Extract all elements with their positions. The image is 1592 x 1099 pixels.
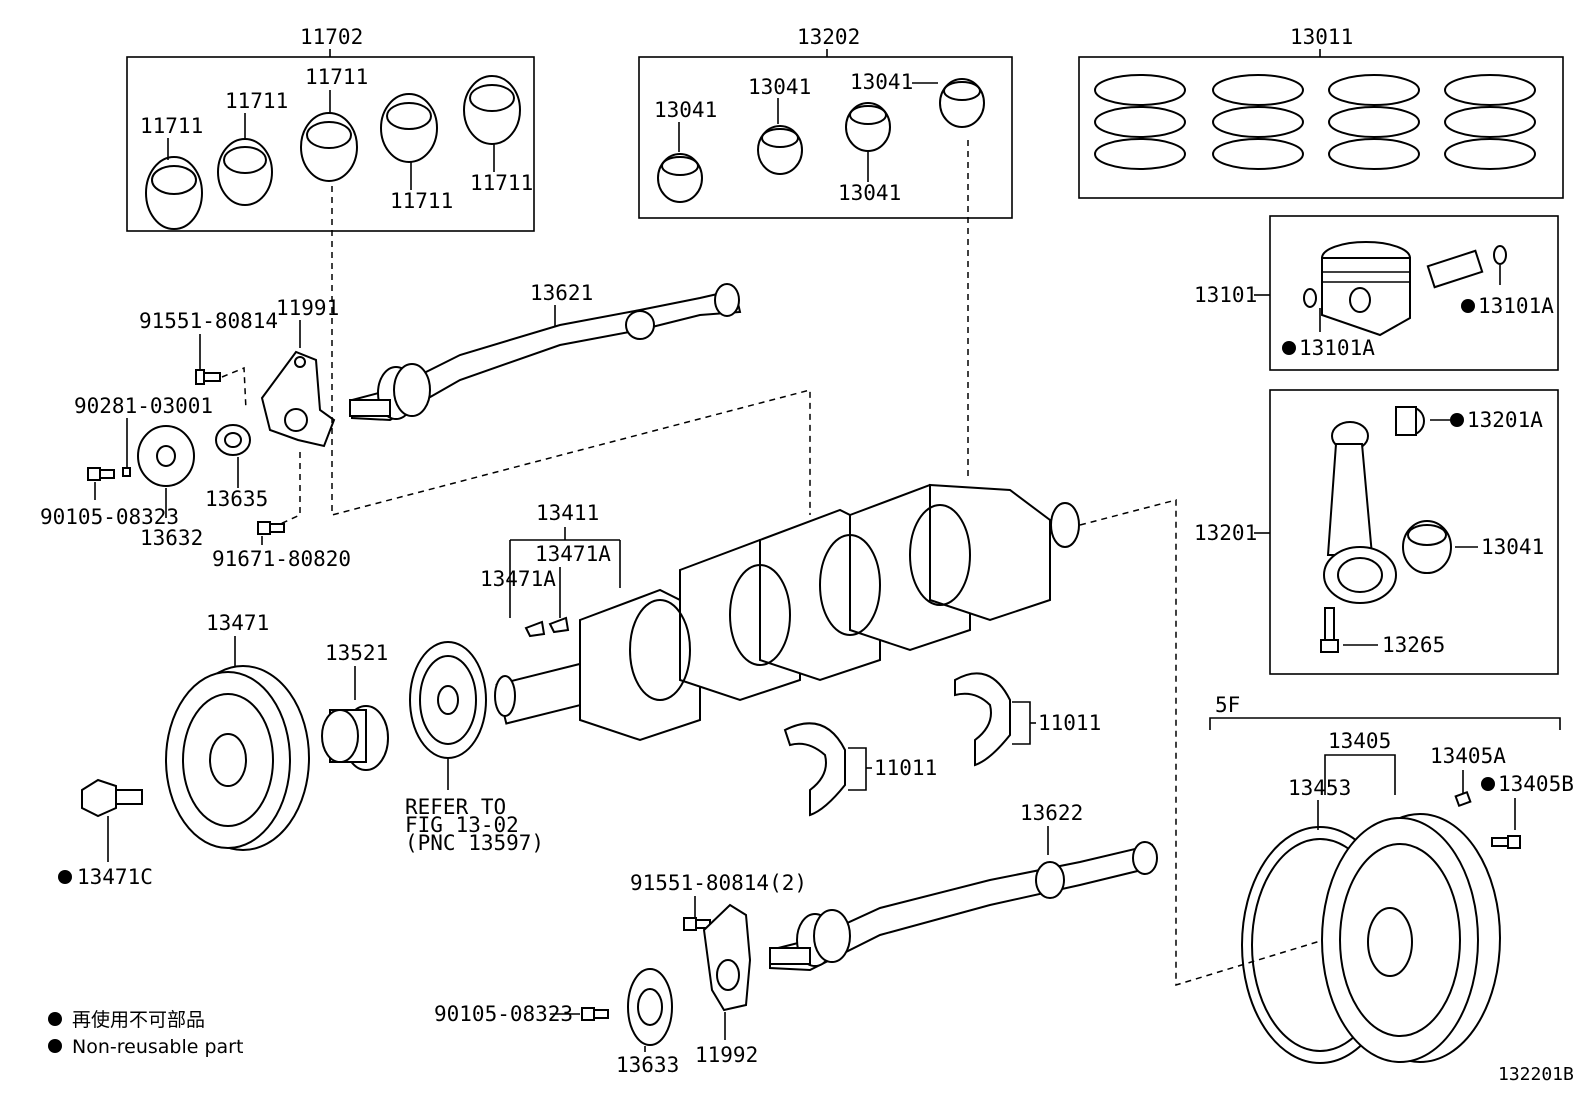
rod-bearing-set-box: 13202 13041 13041 13041 13041	[638, 25, 1013, 219]
bolt	[581, 1007, 609, 1021]
snap-ring	[1303, 245, 1507, 308]
label-13101A-b: 13101A	[1299, 336, 1375, 360]
small-end-bushing	[1395, 406, 1425, 436]
balance-shaft-13621: 13621	[349, 281, 742, 422]
label-13405: 13405	[1328, 729, 1391, 753]
legend-jp: 再使用不可部品	[72, 1009, 205, 1031]
bolt	[87, 467, 115, 481]
label-11711-b: 11711	[225, 89, 288, 113]
refer-line-2: FIG 13-02	[405, 813, 519, 837]
piston-box: 13101 13101A 13101A	[1194, 215, 1559, 371]
gear-13635	[215, 424, 251, 456]
label-13041-a: 13041	[654, 98, 717, 122]
label-13471: 13471	[206, 611, 269, 635]
refer-line-3: (PNC 13597)	[405, 831, 544, 855]
label-13471C: 13471C	[77, 865, 153, 889]
label-91551-80814-2: 91551-80814(2)	[630, 871, 807, 895]
flywheel-group-5f: 5F 13405 13405A 13405B 13453	[1209, 693, 1574, 1064]
timing-sprocket: REFER TO FIG 13-02 (PNC 13597)	[405, 641, 544, 855]
label-13453: 13453	[1288, 776, 1351, 800]
leader-dashed	[331, 186, 811, 516]
crankshaft: 13411 13471A 13471A	[480, 483, 1080, 742]
label-90105-08323-a: 90105-08323	[40, 505, 179, 529]
piston-ring	[1094, 74, 1536, 170]
pulley-bolt	[81, 778, 143, 818]
label-13101: 13101	[1194, 283, 1257, 307]
label-11711-e: 11711	[470, 171, 533, 195]
label-13632: 13632	[140, 526, 203, 550]
label-13633: 13633	[616, 1053, 679, 1077]
bolt	[257, 521, 285, 535]
thrust-washer-11011: 11011 11011	[783, 672, 1101, 817]
label-13041-d: 13041	[838, 181, 901, 205]
crank-pulley-13471: 13471 13471C	[58, 611, 310, 889]
piston-ring-set-box: 13011	[1078, 25, 1564, 199]
label-91551-80814: 91551-80814	[139, 309, 278, 333]
label-13405B: 13405B	[1498, 772, 1574, 796]
label-13635: 13635	[205, 487, 268, 511]
label-11991: 11991	[276, 296, 339, 320]
label-13405A: 13405A	[1430, 744, 1506, 768]
label-13041-b: 13041	[748, 75, 811, 99]
label-5F: 5F	[1215, 693, 1240, 717]
label-13411: 13411	[536, 501, 599, 525]
piston-pin	[1426, 249, 1484, 289]
bolt	[195, 369, 221, 385]
label-13201A: 13201A	[1467, 408, 1543, 432]
label-13041-e: 13041	[1481, 535, 1544, 559]
label-13201: 13201	[1194, 521, 1257, 545]
label-13202: 13202	[797, 25, 860, 49]
legend: 再使用不可部品 Non-reusable part	[48, 1009, 243, 1058]
label-13622: 13622	[1020, 801, 1083, 825]
label-13521: 13521	[325, 641, 388, 665]
bolt	[1491, 835, 1521, 849]
label-11992: 11992	[695, 1043, 758, 1067]
legend-en: Non-reusable part	[72, 1036, 243, 1058]
figure-id: 132201B	[1498, 1064, 1574, 1085]
label-13011: 13011	[1290, 25, 1353, 49]
leader-dashed	[1079, 499, 1341, 987]
label-11702: 11702	[300, 25, 363, 49]
rod-bolt	[1320, 607, 1339, 653]
label-11711-c: 11711	[305, 65, 368, 89]
label-13101A-a: 13101A	[1478, 294, 1554, 318]
label-90281-03001: 90281-03001	[74, 394, 213, 418]
label-13471A-a: 13471A	[535, 542, 611, 566]
plate	[260, 350, 336, 448]
balance-shaft-13622: 13622	[769, 801, 1158, 972]
upper-balance-drive-group: 91551-80814 11991 90281-03001 13635 1363…	[40, 296, 351, 571]
label-11711-d: 11711	[390, 189, 453, 213]
label-13265: 13265	[1382, 633, 1445, 657]
label-11011-b: 11011	[874, 756, 937, 780]
label-91671-80820: 91671-80820	[212, 547, 351, 571]
crank-gear-13521: 13521	[321, 641, 389, 771]
label-11011-a: 11011	[1038, 711, 1101, 735]
rod-bearing-shell	[657, 78, 985, 203]
rod-bearing-shell	[1402, 520, 1452, 574]
label-90105-08323-b: 90105-08323	[434, 1002, 573, 1026]
refer-line-1: REFER TO	[405, 795, 506, 819]
connecting-rod	[1323, 421, 1397, 604]
connecting-rod-box: 13201 13201A 13041 13265	[1194, 389, 1559, 675]
plate-11992	[702, 903, 752, 1012]
label-11711-a: 11711	[140, 114, 203, 138]
label-13041-c: 13041	[850, 70, 913, 94]
main-bearing-set-box: 11702 11711 11711 11711 11711 11711	[126, 25, 535, 232]
gear-13633	[627, 968, 673, 1046]
piston	[1321, 241, 1411, 337]
label-13621: 13621	[530, 281, 593, 305]
sprocket-13632	[137, 425, 195, 487]
label-13471A-b: 13471A	[480, 567, 556, 591]
main-bearing-shell	[145, 75, 521, 230]
lower-balance-drive-group: 91551-80814(2) 11992 13633 90105-08323	[434, 871, 807, 1077]
flywheel	[1321, 813, 1501, 1063]
